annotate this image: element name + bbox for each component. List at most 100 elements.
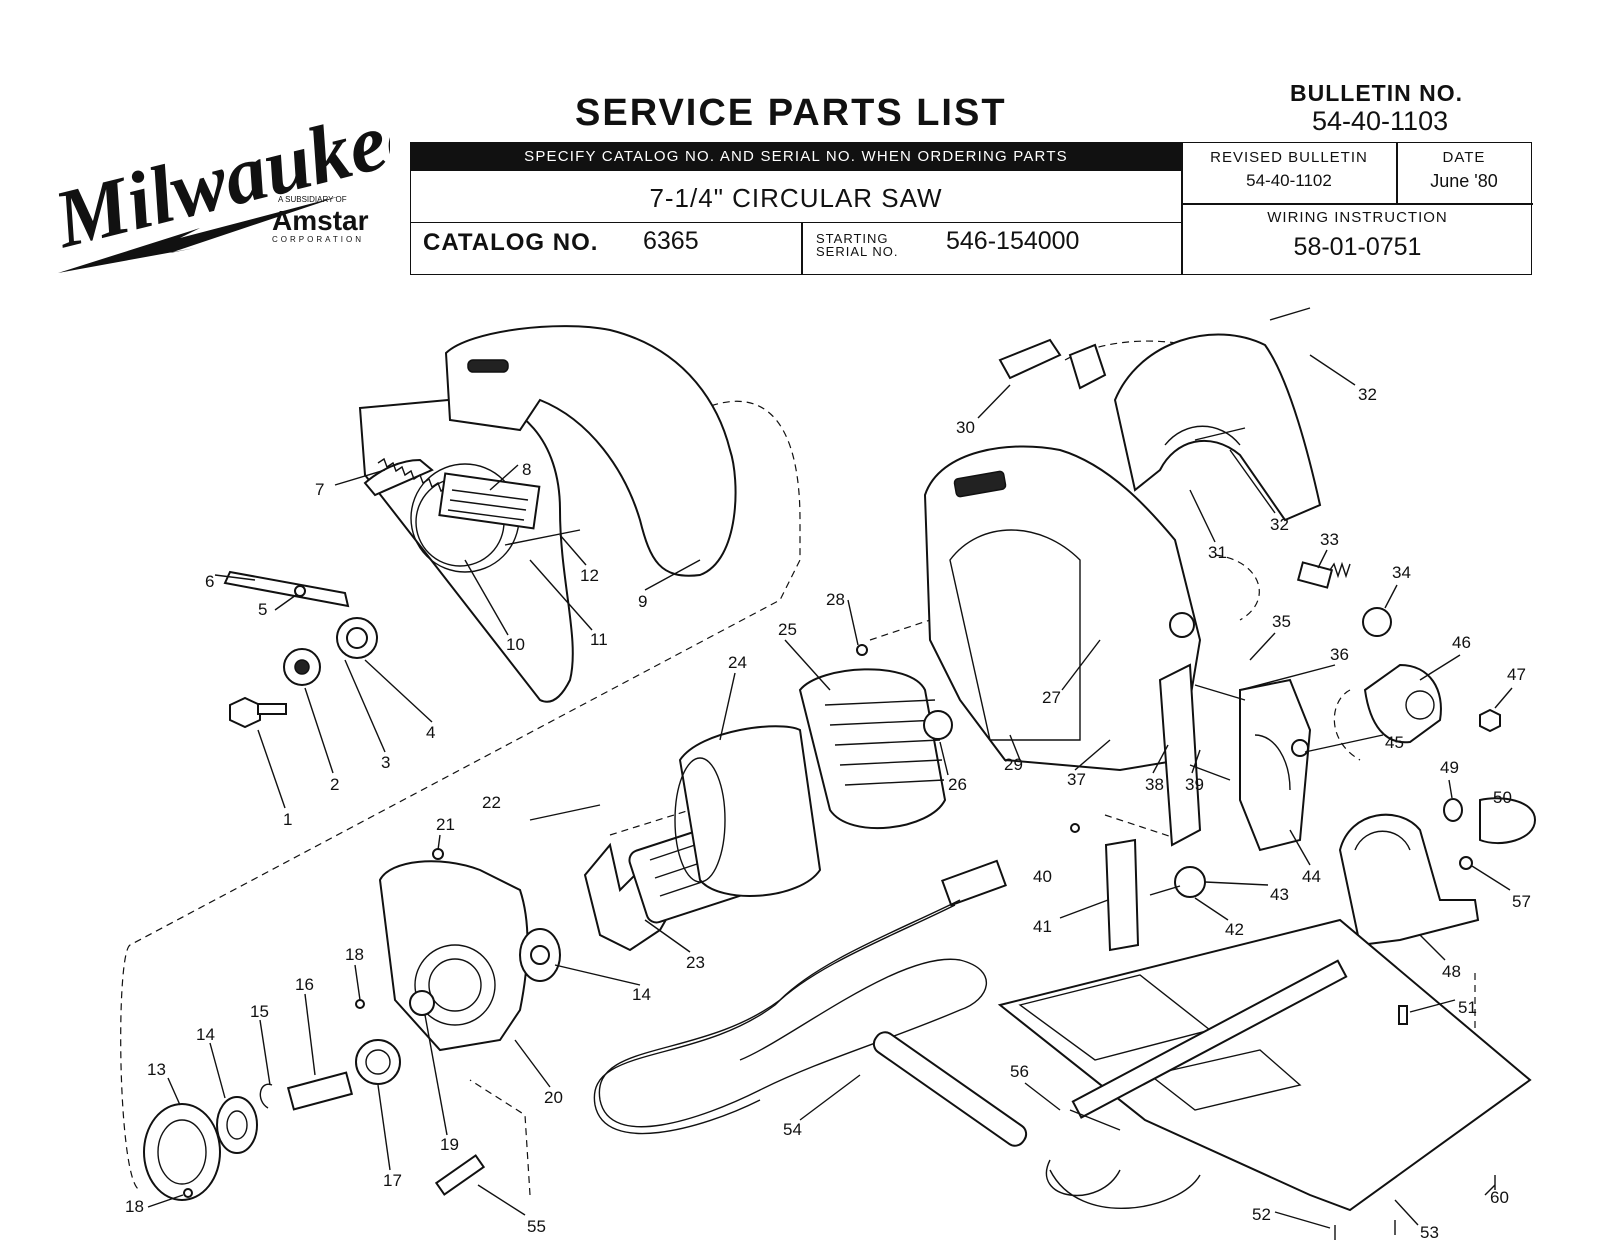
depth-bracket [1239, 678, 1312, 852]
part-number-45: 45 [1385, 733, 1404, 752]
part-number-28: 28 [826, 590, 845, 609]
ball-bearing [216, 1096, 258, 1154]
part-number-4: 4 [426, 723, 435, 742]
lightning-bolt-icon [58, 196, 340, 273]
divider [801, 223, 803, 274]
catalog-number: 6365 [643, 227, 699, 255]
part-number-50: 50 [1493, 788, 1512, 807]
bracket-plate [1158, 663, 1202, 847]
part-number-5: 5 [258, 600, 267, 619]
nameplate [438, 472, 541, 530]
bevel-bracket [1338, 813, 1480, 947]
part-number-44: 44 [1302, 867, 1321, 886]
rip-guide [1104, 838, 1140, 952]
part-number-24: 24 [728, 653, 747, 672]
part-number-12: 12 [580, 566, 599, 585]
part-number-33: 33 [1320, 530, 1339, 549]
date-value: June '80 [1430, 171, 1498, 191]
brush [1296, 561, 1334, 589]
revised-number: 54-40-1102 [1246, 171, 1332, 190]
divider [1396, 143, 1398, 203]
field-housing [678, 725, 822, 897]
part-number-51: 51 [1458, 998, 1477, 1017]
part-number-31: 31 [1208, 543, 1227, 562]
washer [1443, 798, 1463, 822]
part-number-11: 11 [590, 630, 608, 649]
milwaukee-logo: Milwaukee A SUBSIDIARY OF Amstar CORPORA… [44, 78, 431, 288]
bolt [1194, 684, 1246, 701]
leader-lines [147, 354, 1513, 1229]
part-number-52: 52 [1252, 1205, 1271, 1224]
bearing [923, 710, 953, 740]
revised-label: REVISED BULLETIN [1210, 149, 1368, 166]
part-number-22: 22 [482, 793, 501, 812]
part-number-6: 6 [205, 572, 214, 591]
header-table: SPECIFY CATALOG NO. AND SERIAL NO. WHEN … [410, 142, 1533, 275]
part-number-60: 60 [1490, 1188, 1509, 1207]
blade-bolt [229, 696, 261, 729]
part-number-20: 20 [544, 1088, 563, 1107]
serial-label: STARTING SERIAL NO. [816, 232, 898, 258]
part-number-38: 38 [1145, 775, 1164, 794]
part-number-15: 15 [250, 1002, 269, 1021]
part-number-14a: 14 [196, 1025, 215, 1044]
spindle-gear [355, 1039, 401, 1085]
part-number-3: 3 [381, 753, 390, 772]
bolt [1189, 764, 1231, 781]
part-number-16: 16 [295, 975, 314, 994]
gear-case [378, 860, 529, 1052]
part-number-30: 30 [956, 418, 975, 437]
part-number-23: 23 [686, 953, 705, 972]
part-number-43: 43 [1270, 885, 1289, 904]
part-number-10: 10 [506, 635, 525, 654]
part-number-18b: 18 [125, 1197, 144, 1216]
exploded-parts-diagram: 1 2 3 4 5 6 7 8 9 10 11 12 13 14 14 15 1… [120, 307, 1537, 1242]
part-number-55: 55 [527, 1217, 546, 1236]
ordering-note: SPECIFY CATALOG NO. AND SERIAL NO. WHEN … [411, 143, 1181, 171]
part-number-47: 47 [1507, 665, 1526, 684]
catalog-label: CATALOG NO. [423, 229, 599, 256]
wing-screw [1459, 856, 1473, 870]
part-number-17: 17 [383, 1171, 402, 1190]
nut [1479, 708, 1501, 733]
main-handle [444, 325, 737, 577]
part-number-56: 56 [1010, 1062, 1029, 1081]
page-title: SERVICE PARTS LIST [575, 92, 1007, 134]
part-number-48: 48 [1442, 962, 1461, 981]
part-number-32b: 32 [1270, 515, 1289, 534]
divider [1182, 203, 1533, 205]
bulletin-label: BULLETIN NO. [1290, 80, 1463, 106]
field [798, 668, 947, 830]
screw [1269, 307, 1311, 321]
upper-blade-guard [358, 396, 574, 703]
spindle [286, 1071, 354, 1111]
set-screw [1398, 1005, 1408, 1025]
retaining-ring [259, 1083, 273, 1109]
bevel-knob [1479, 797, 1537, 845]
part-number-2: 2 [330, 775, 339, 794]
product-name: 7-1/4" CIRCULAR SAW [411, 171, 1181, 223]
part-number-54: 54 [783, 1120, 802, 1139]
part-number-29: 29 [1004, 755, 1023, 774]
screw [1194, 427, 1246, 441]
part-number-callouts: 1 2 3 4 5 6 7 8 9 10 11 12 13 14 14 15 1… [125, 385, 1531, 1242]
part-number-8: 8 [522, 460, 531, 479]
screw [504, 529, 581, 546]
part-number-34: 34 [1392, 563, 1411, 582]
bulletin-number: 54-40-1103 [1312, 106, 1449, 136]
part-number-13: 13 [147, 1060, 166, 1079]
part-number-27: 27 [1042, 688, 1061, 707]
upper-handle [1113, 333, 1322, 522]
lower-guard-lever [223, 570, 350, 608]
part-number-39: 39 [1185, 775, 1204, 794]
part-number-7: 7 [315, 480, 324, 499]
wiring-number: 58-01-0751 [1293, 233, 1422, 261]
shoe [997, 918, 1532, 1212]
date-label: DATE [1442, 149, 1486, 166]
through-bolt [529, 804, 601, 821]
subsidiary-note: A SUBSIDIARY OF [278, 195, 347, 204]
serial-label-line1: STARTING [816, 231, 889, 246]
amstar-corporation: CORPORATION [272, 235, 364, 244]
part-number-1: 1 [283, 810, 292, 829]
part-number-25: 25 [778, 620, 797, 639]
